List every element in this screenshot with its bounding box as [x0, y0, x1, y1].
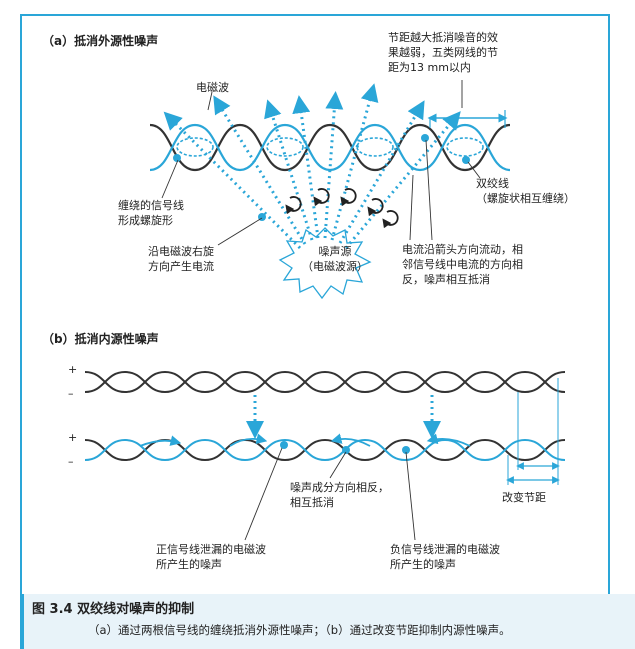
pitch-indicator [427, 110, 508, 128]
b-leak-arrows [246, 395, 441, 439]
b-dot [402, 446, 410, 454]
twisted-pair-label: 双绞线 （螺旋状相互缠绕） [476, 177, 575, 205]
pitch-note: 节距越大抵消噪音的效 果越弱，五类网线的节 距为13 mm以内 [388, 31, 498, 74]
loop-arrow [266, 137, 304, 157]
loop-arrow [446, 137, 484, 157]
b-dot [280, 441, 288, 449]
cancel-label: 电流沿箭头方向流动，相 邻信号线中电流的方向相 反，噪声相互抵消 [402, 243, 523, 286]
wire-dot [421, 134, 429, 142]
em-wave-label: 电磁波 [196, 81, 229, 94]
opposite-label: 噪声成分方向相反， 相互抵消 [290, 481, 389, 509]
pos-leak-label: 正信号线泄漏的电磁波 所产生的噪声 [156, 543, 266, 571]
minus-label-top: – [68, 387, 74, 400]
change-pitch-label: 改变节距 [502, 491, 546, 504]
caption-bar [20, 594, 635, 649]
spiral-label: 缠绕的信号线 形成螺旋形 [118, 199, 184, 227]
noise-source-label: 噪声源 （电磁波源） [302, 245, 368, 273]
figure-frame [20, 14, 610, 594]
b-pair-bottom [84, 433, 566, 462]
rotation-arrows [285, 188, 399, 229]
a-wire-dark [149, 123, 511, 172]
plus-label-top: + [68, 363, 78, 376]
wire-dot [173, 154, 181, 162]
em-wave-rays [163, 83, 461, 250]
noise-source-burst [278, 227, 372, 300]
neg-leak-label: 负信号线泄漏的电磁波 所产生的噪声 [390, 543, 500, 571]
b-pair-top [84, 370, 566, 394]
a-leaders [161, 80, 481, 246]
plus-label-bottom: + [68, 431, 78, 444]
a-wire-blue [149, 123, 511, 172]
caption-title: 图 3.4 双绞线对噪声的抑制 [32, 602, 195, 617]
section-b-title: （b）抵消内源性噪声 [42, 332, 159, 346]
section-a-title: （a）抵消外源性噪声 [42, 34, 159, 48]
minus-label-bottom: – [68, 455, 74, 468]
b-pitch-markers [506, 378, 560, 485]
caption-body: （a）通过两根信号线的缠绕抵消外源性噪声；（b）通过改变节距抑制内源性噪声。 [88, 623, 511, 637]
loop-arrow [176, 137, 214, 157]
a-twisted-pair [149, 123, 511, 221]
b-leaders [244, 447, 416, 541]
b-dot [342, 446, 350, 454]
loop-arrow [356, 137, 394, 157]
right-hand-label: 沿电磁波右旋 方向产生电流 [148, 245, 214, 273]
caption-accent [20, 594, 24, 649]
